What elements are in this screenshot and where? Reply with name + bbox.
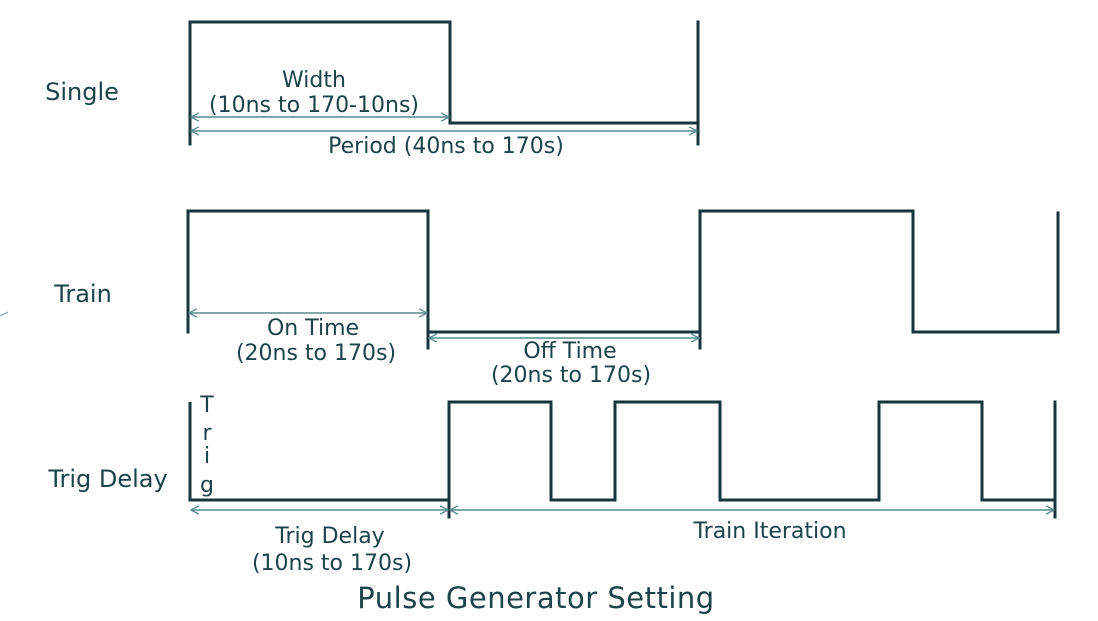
trig-marker-letter-r: r (202, 421, 212, 446)
trig-delay-range-label: (10ns to 170s) (252, 551, 412, 576)
train-row-label: Train (53, 280, 112, 308)
train-waveform (186, 209, 1060, 350)
trig-marker-letter-i: i (204, 444, 210, 469)
train-iteration-label: Train Iteration (692, 519, 846, 544)
trig-delay-waveform (188, 400, 1057, 519)
off-time-range-label: (20ns to 170s) (491, 363, 651, 388)
off-time-label: Off Time (523, 339, 616, 364)
on-time-range-label: (20ns to 170s) (236, 341, 396, 366)
width-label: Width (282, 68, 346, 93)
trig-delay-row-label: Trig Delay (47, 465, 167, 493)
trig-marker-letter-g: g (200, 473, 214, 498)
single-waveform (188, 20, 700, 146)
period-label: Period (40ns to 170s) (328, 134, 564, 159)
width-range-label: (10ns to 170-10ns) (209, 93, 419, 118)
stray-edge-mark (0, 311, 9, 317)
diagram-title: Pulse Generator Setting (357, 581, 714, 615)
single-row-label: Single (45, 78, 119, 106)
trig-delay-label: Trig Delay (274, 524, 384, 549)
on-time-label: On Time (267, 316, 359, 341)
trig-marker-letter-t: T (199, 393, 214, 418)
